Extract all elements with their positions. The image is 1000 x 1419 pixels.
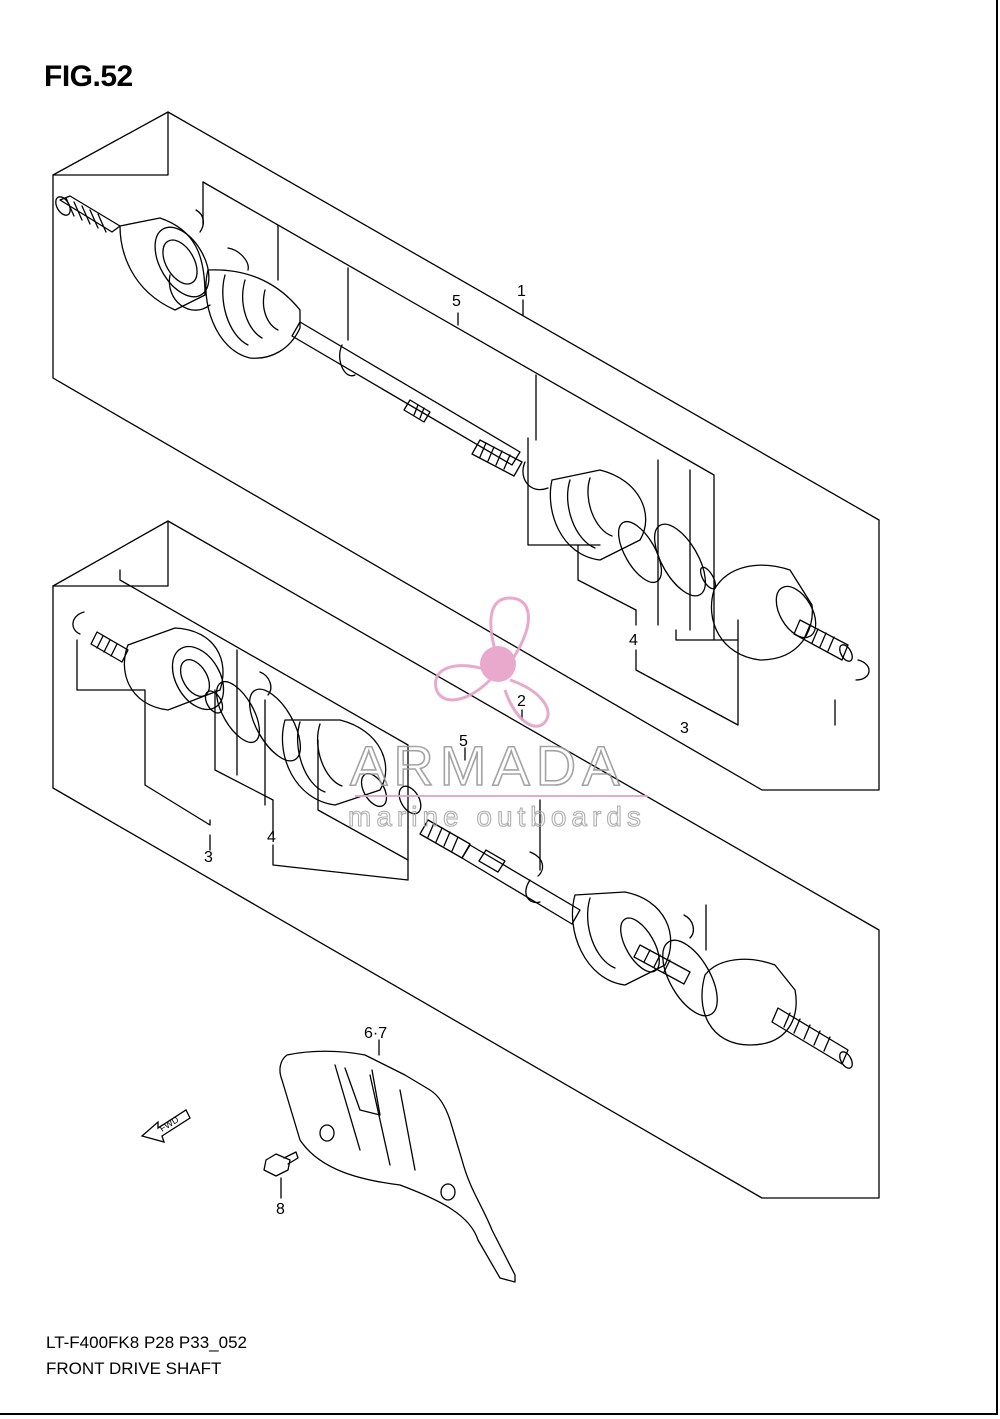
- callout-8: 8: [276, 1201, 285, 1218]
- lower-assembly-box: [52, 520, 880, 1199]
- bolt-part-8: [263, 1151, 299, 1199]
- watermark-propeller-logo: [434, 596, 550, 728]
- callout-4-upper: 4: [629, 632, 638, 649]
- watermark-brand: ARMADA: [350, 734, 626, 797]
- upper-assembly-box: [52, 111, 880, 791]
- callout-3-upper: 3: [680, 720, 689, 737]
- upper-drive-shaft: [55, 195, 870, 681]
- lower-drive-shaft: [72, 611, 853, 1069]
- watermark-tagline: marine outboards: [348, 801, 646, 832]
- callout-6-7: 6·7: [364, 1025, 387, 1042]
- guard-plate: [279, 1039, 516, 1283]
- callout-3-lower: 3: [204, 849, 213, 866]
- callout-5-upper: 5: [452, 293, 461, 310]
- callout-1: 1: [517, 283, 526, 300]
- callout-2: 2: [517, 693, 526, 710]
- callout-4-lower: 4: [267, 829, 276, 846]
- watermark: ARMADA marine outboards: [347, 596, 648, 833]
- figure-title: FIG.52: [44, 60, 133, 93]
- fwd-direction-arrow: FWD: [140, 1109, 191, 1143]
- section-name: FRONT DRIVE SHAFT: [46, 1359, 222, 1378]
- model-code: LT-F400FK8 P28 P33_052: [46, 1333, 247, 1352]
- callout-5-lower: 5: [459, 733, 468, 750]
